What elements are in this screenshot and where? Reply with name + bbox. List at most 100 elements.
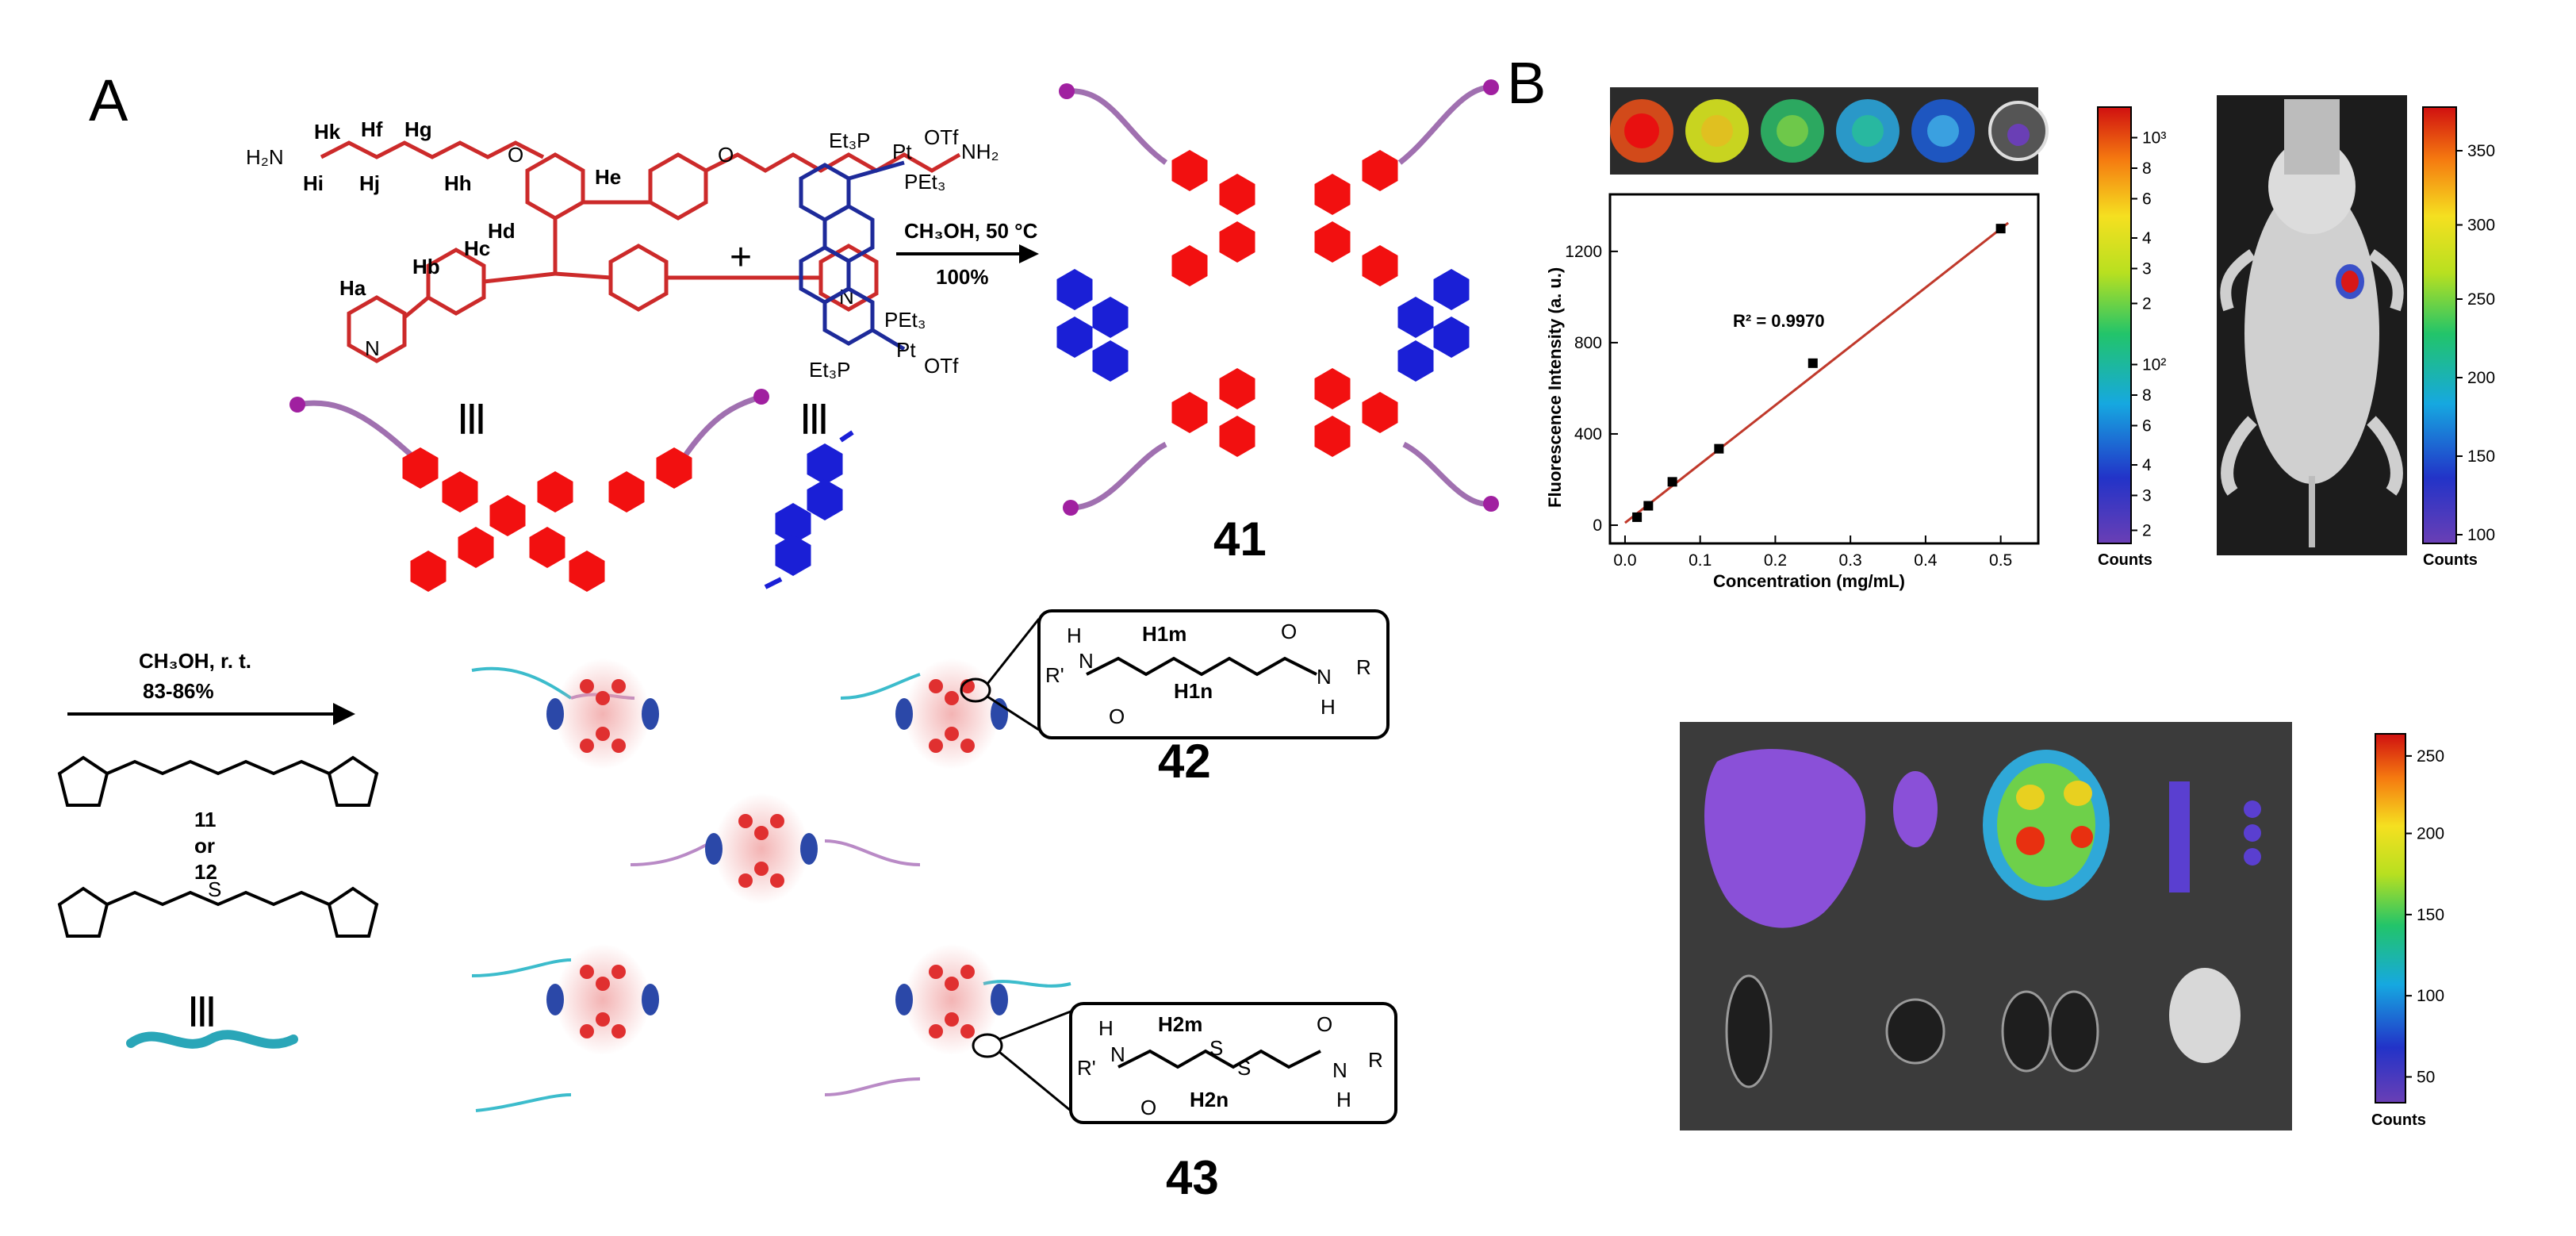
cb3ticks-label-1: 200 [2417,825,2444,843]
compound-41: 41 [1213,512,1267,566]
colorbar-1-label: Counts [2098,551,2152,569]
cb1ticks-label-9: 4 [2142,456,2152,474]
inset-42-h1n: H1n [1174,679,1213,703]
cb1ticks-label-11: 2 [2142,522,2152,540]
cb1ticks-label-6: 10² [2142,356,2166,374]
inset-43-r-left: R' [1077,1056,1096,1080]
linker-or-label: or [194,834,215,858]
panel-b-label: B [1507,50,1546,116]
pt-pt-top: Pt [892,140,912,163]
compound-42: 42 [1158,735,1211,788]
cb2ticks-label-1: 300 [2467,217,2495,235]
inset-42-r-left: R' [1045,663,1064,687]
linker-11-label: 11 [194,808,217,831]
cb3ticks-label-0: 250 [2417,747,2444,766]
pyridine-n-left: N [365,336,380,360]
plot-xlabel: Concentration (mg/mL) [1713,571,1905,591]
proton-k: Hk [314,120,341,144]
fit-line [1624,221,2010,524]
pt-et3p-top: Et₃P [829,129,871,152]
inset-43-h2n: H2n [1190,1088,1229,1111]
pt-pt-bottom: Pt [896,338,916,362]
top-reaction-reagent: CH₃OH, 50 °C [904,219,1038,243]
data-points [1632,224,2006,522]
x-tick-label-5: 0.5 [1989,551,2012,570]
colorbar-3-label: Counts [2371,1111,2426,1129]
proton-i: Hi [303,171,324,195]
bottom-reaction-arrow [67,703,355,725]
fluorescence-wells [1610,87,2049,175]
pt-pet3-top: PEt₃ [904,170,946,194]
tpe-ligand-structure [320,140,961,363]
y-tick-label-0: 0 [1593,516,1602,535]
linker-12-label: 12 [194,860,217,884]
pt-et3p-bottom: Et₃P [809,358,851,382]
proton-g: Hg [404,117,432,141]
data-point-0 [1632,512,1643,522]
inset-43-h-right: H [1336,1088,1351,1111]
colorbar-2-label: Counts [2423,551,2478,569]
cb1ticks-label-1: 8 [2142,159,2152,178]
inset-42-h1m: H1m [1142,622,1186,646]
equivalence-acceptor: ||| [801,399,828,434]
equivalence-linker: ||| [189,992,216,1027]
linker-12-structure [57,886,379,938]
proton-e: He [595,165,621,189]
colorbar-2-ticks: 350 300 250 200 150 100 [2456,142,2495,544]
proton-c: Hc [464,236,490,260]
inset-42-h-right: H [1321,695,1336,719]
bottom-reaction-reagent: CH₃OH, r. t. [139,649,251,673]
cb2ticks-label-0: 350 [2467,142,2495,160]
amine-right-label: NH₂ [961,140,999,163]
cb2ticks-label-5: 100 [2467,526,2495,544]
inset-43-n-left: N [1110,1042,1125,1066]
ether-o-right: O [718,143,734,167]
inset-42-o-left: O [1109,704,1125,728]
proton-h: Hh [444,171,472,195]
plot-annotation: R² = 0.9970 [1733,311,1825,331]
proton-a: Ha [339,276,366,300]
proton-labels: Hk Hi Hj Hg Hh Hf He Hd Hc Ha Hb [303,117,621,300]
inset-43 [972,1002,1397,1124]
inset-43-s1: S [1209,1036,1223,1060]
inset-42-h-left: H [1067,624,1082,647]
cb3ticks-label-3: 100 [2417,987,2444,1005]
colorbar-2: 350 300 250 200 150 100 [2422,106,2495,544]
top-reaction-yield: 100% [936,265,989,289]
pt-pet3-bottom: PEt₃ [884,308,926,332]
inset-42-o-right: O [1281,620,1297,643]
proton-f: Hf [361,117,383,141]
ether-o-left: O [508,143,523,167]
cb1ticks-label-2: 6 [2142,190,2152,209]
tpe-cartoon [289,389,769,592]
plot-frame [1608,193,2040,545]
cb2ticks-label-2: 250 [2467,290,2495,309]
linker-cartoon [126,1030,298,1049]
cb2ticks-label-3: 200 [2467,369,2495,387]
inset-43-r-right: R [1368,1048,1383,1072]
inset-42-n-right: N [1317,665,1332,689]
amine-left-label: H₂N [246,145,284,169]
x-tick-label-3: 0.3 [1839,551,1862,570]
cb2ticks-label-4: 150 [2467,447,2495,466]
cb1ticks-label-10: 3 [2142,487,2152,505]
data-point-1 [1643,501,1654,511]
cb1ticks-label-4: 3 [2142,260,2152,278]
cb1ticks-label-5: 2 [2142,295,2152,313]
organs-image [1680,722,2292,1130]
x-tick-label-2: 0.2 [1764,551,1787,570]
bottom-reaction-yield: 83-86% [143,679,214,703]
y-tick-label-1: 400 [1574,425,1602,443]
pt-acceptor-cartoon [764,430,854,589]
x-tick-label-0: 0.0 [1613,551,1636,570]
pt-acceptor-structure [799,160,906,351]
x-tick-label-4: 0.4 [1914,551,1938,570]
proton-b: Hb [412,255,440,278]
inset-43-s2: S [1237,1056,1251,1080]
